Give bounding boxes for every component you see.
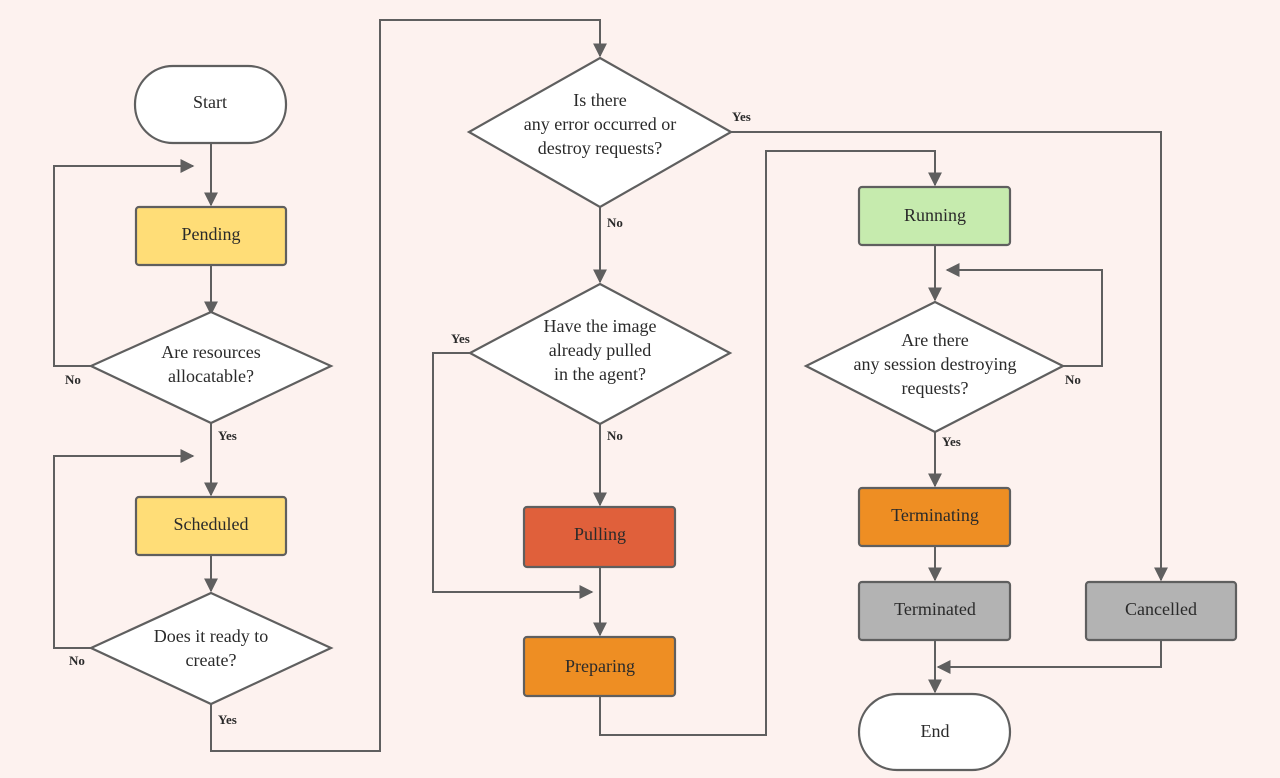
edge-resources-no-loop — [53, 159, 195, 367]
node-end: End — [857, 692, 1012, 772]
edge-error-yes — [731, 131, 1168, 582]
node-session-decision: Are there any session destroying request… — [803, 300, 1066, 434]
session-decision-line-1: Are there — [901, 330, 968, 350]
image-decision-line-1: Have the image — [544, 316, 657, 336]
label-ready-yes: Yes — [218, 712, 237, 727]
edge-ready-yes — [210, 19, 607, 752]
terminated-shape — [857, 580, 1012, 642]
label-image-yes: Yes — [451, 331, 470, 346]
label-resources-yes: Yes — [218, 428, 237, 443]
session-decision-line-3: requests? — [902, 378, 969, 398]
terminating-label: Terminating — [891, 505, 979, 525]
cancelled-label: Cancelled — [1125, 599, 1197, 619]
node-cancelled: Cancelled — [1084, 580, 1238, 642]
session-decision-shape — [803, 300, 1066, 434]
node-ready-decision: Does it ready to create? — [88, 591, 334, 706]
label-error-no: No — [607, 215, 623, 230]
node-resources-decision: Are resources allocatable? — [88, 310, 334, 425]
running-label: Running — [904, 205, 966, 225]
pulling-label: Pulling — [574, 524, 626, 544]
label-ready-no: No — [69, 653, 85, 668]
node-terminated: Terminated — [857, 580, 1012, 642]
scheduled-label: Scheduled — [174, 514, 249, 534]
label-resources-no: No — [65, 372, 81, 387]
edge-session-no-loop — [945, 263, 1103, 367]
error-decision-line-2: any error occurred or — [524, 114, 676, 134]
label-session-yes: Yes — [942, 434, 961, 449]
ready-decision-line-2: create? — [186, 650, 237, 670]
edges — [53, 19, 1168, 752]
node-terminating: Terminating — [857, 486, 1012, 548]
pending-shape — [134, 205, 288, 267]
image-decision-line-2: already pulled — [549, 340, 651, 360]
ready-decision-line-1: Does it ready to — [154, 626, 268, 646]
node-preparing: Preparing — [522, 635, 677, 698]
node-image-decision: Have the image already pulled in the age… — [467, 282, 733, 426]
pending-label: Pending — [181, 224, 240, 244]
image-decision-shape — [467, 282, 733, 426]
edge-image-yes — [432, 352, 594, 599]
resources-decision-line-1: Are resources — [161, 342, 260, 362]
terminating-shape — [857, 486, 1012, 548]
pulling-shape — [522, 505, 677, 569]
error-decision-line-3: destroy requests? — [538, 138, 662, 158]
resources-decision-line-2: allocatable? — [168, 366, 254, 386]
label-error-yes: Yes — [732, 109, 751, 124]
edge-cancelled-end — [936, 641, 1162, 674]
session-decision-line-2: any session destroying — [854, 354, 1017, 374]
end-shape — [857, 692, 1012, 772]
error-decision-line-1: Is there — [573, 90, 626, 110]
preparing-label: Preparing — [565, 656, 635, 676]
start-label: Start — [193, 92, 227, 112]
label-image-no: No — [607, 428, 623, 443]
node-pulling: Pulling — [522, 505, 677, 569]
terminated-label: Terminated — [894, 599, 976, 619]
end-label: End — [921, 721, 950, 741]
edge-preparing-running — [599, 150, 942, 736]
image-decision-line-3: in the agent? — [554, 364, 646, 384]
scheduled-shape — [134, 495, 288, 557]
node-pending: Pending — [134, 205, 288, 267]
node-running: Running — [857, 185, 1012, 247]
cancelled-shape — [1084, 580, 1238, 642]
start-shape — [133, 64, 288, 145]
node-error-decision: Is there any error occurred or destroy r… — [466, 56, 734, 209]
error-decision-shape — [466, 56, 734, 209]
label-session-no: No — [1065, 372, 1081, 387]
resources-decision-shape — [88, 310, 334, 425]
edge-labels: No Yes No Yes Yes No Yes No No Yes — [65, 109, 1081, 727]
preparing-shape — [522, 635, 677, 698]
running-shape — [857, 185, 1012, 247]
node-scheduled: Scheduled — [134, 495, 288, 557]
ready-decision-shape — [88, 591, 334, 706]
edge-ready-no-loop — [53, 449, 195, 649]
node-start: Start — [133, 64, 288, 145]
